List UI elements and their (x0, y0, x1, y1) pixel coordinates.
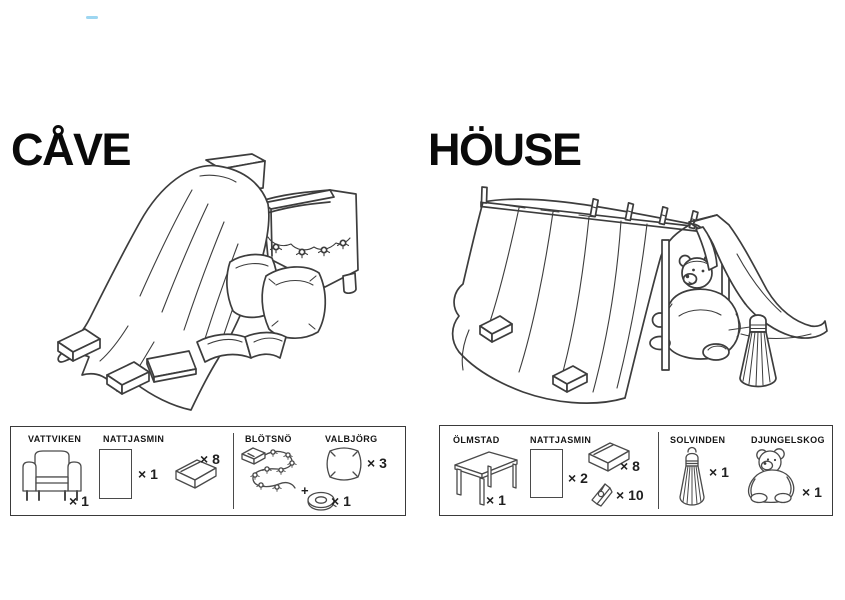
house-parts-box: ÖLMSTAD × 1 NATTJASMIN × 2 × 8 × 10 SOLV… (439, 425, 833, 516)
part-label-djungelskog: DJUNGELSKOG (751, 435, 825, 445)
part-label-valbjorg: VALBJÖRG (325, 434, 378, 444)
parts-divider (658, 432, 659, 509)
lantern (728, 314, 777, 388)
front-table-leg-pole (661, 239, 670, 371)
sheet-icon (99, 449, 132, 499)
artifact-dash (86, 16, 98, 19)
part-label-olmstad: ÖLMSTAD (453, 435, 500, 445)
qty-vattviken: × 1 (69, 493, 89, 509)
house-title: HÖUSE (428, 124, 582, 175)
qty-solvinden: × 1 (709, 464, 729, 480)
string-lights-icon (241, 447, 297, 493)
part-label-nattjasmin-2: NATTJASMIN (530, 435, 592, 445)
table-icon (454, 451, 518, 506)
plus-sign: + (301, 483, 309, 498)
pillow-icon (326, 447, 362, 481)
part-label-solvinden: SOLVINDEN (670, 435, 726, 445)
cave-title: CÅVE (11, 124, 132, 175)
lantern-icon (679, 446, 705, 506)
cave-illustration (57, 153, 359, 411)
clothespin-icon (591, 483, 613, 507)
pillows (226, 253, 327, 339)
folded-blanket-icon (588, 442, 630, 472)
qty-nattjasmin2-clothespin: × 10 (616, 487, 644, 503)
blanket-weights (57, 328, 150, 395)
part-label-vattviken: VATTVIKEN (28, 434, 82, 444)
qty-nattjasmin-sheet: × 1 (138, 466, 158, 482)
qty-valbjorg: × 3 (367, 455, 387, 471)
qty-nattjasmin2-blanket: × 8 (620, 458, 640, 474)
folded-blanket-icon (175, 459, 217, 489)
part-label-nattjasmin: NATTJASMIN (103, 434, 165, 444)
tape-roll-icon (307, 491, 337, 511)
blanket-weights (479, 315, 588, 393)
part-label-blotsno: BLÖTSNÖ (245, 434, 292, 444)
qty-nattjasmin-blanket: × 8 (200, 451, 220, 467)
qty-djungelskog: × 1 (802, 484, 822, 500)
tent-right-sheet (688, 214, 828, 339)
qty-nattjasmin2-sheet: × 2 (568, 470, 588, 486)
house-illustration (451, 186, 828, 404)
parts-divider (233, 433, 234, 509)
armchair-icon (22, 450, 82, 501)
books (146, 331, 287, 383)
cave-parts-box: VATTVIKEN × 1 NATTJASMIN × 1 × 8 BLÖTSNÖ (10, 426, 406, 516)
qty-olmstad: × 1 (486, 492, 506, 508)
teddy-bear (649, 253, 741, 361)
sheet-icon (530, 449, 563, 498)
qty-blotsno-tape: × 1 (331, 493, 351, 509)
teddy-bear-icon (747, 448, 795, 504)
